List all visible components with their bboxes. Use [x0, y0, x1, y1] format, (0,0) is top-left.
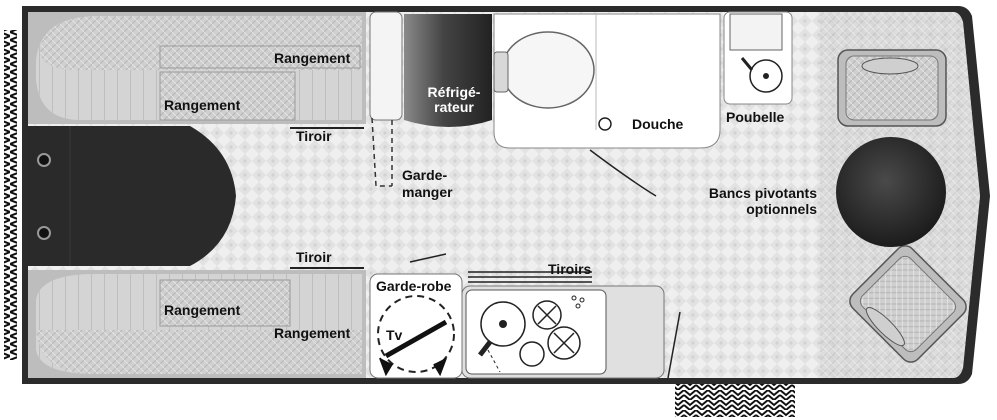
seat-passenger — [849, 245, 967, 363]
rangement-top-left-label: Rangement — [164, 97, 241, 113]
stove-burner-1 — [532, 300, 562, 330]
fridge-cabinet — [369, 11, 403, 121]
door-step-mat — [675, 384, 795, 417]
rangement-bottom-right-label: Rangement — [274, 325, 351, 341]
toilet — [501, 31, 595, 109]
bath-sink — [749, 59, 783, 93]
rear-step-mat — [4, 30, 17, 360]
refrigerateur-label-2: rateur — [434, 99, 474, 115]
garde-robe-label: Garde-robe — [376, 278, 452, 294]
shower-drain — [598, 117, 612, 131]
bed — [28, 126, 236, 266]
table — [836, 137, 946, 247]
rangement-top-right-area — [159, 45, 361, 69]
bed-knob-1 — [37, 153, 51, 167]
tiroir-bottom-label: Tiroir — [296, 249, 332, 265]
rangement-bottom-left-area — [159, 279, 291, 327]
tiroirs-label: Tiroirs — [548, 261, 592, 277]
tiroir-top-label: Tiroir — [296, 128, 332, 144]
garde-manger-swing — [371, 117, 393, 187]
poubelle-label: Poubelle — [726, 109, 785, 125]
seat-driver — [837, 49, 947, 127]
bancs-label-2: optionnels — [746, 201, 817, 217]
garde-manger-label-1: Garde- — [402, 167, 448, 183]
tv-swing — [377, 295, 455, 373]
faucet — [740, 57, 754, 71]
toilet-tank — [493, 51, 509, 93]
kitchen-faucet — [478, 340, 492, 357]
bancs-label-1: Bancs pivotants — [708, 185, 817, 201]
stove-burner-2 — [547, 326, 581, 360]
bed-knob-2 — [37, 226, 51, 240]
entry-door-swing — [667, 311, 681, 379]
rangement-top-left-area — [159, 71, 296, 121]
tv — [384, 319, 448, 359]
douche-label: Douche — [632, 116, 684, 132]
stove-burner-large — [480, 301, 526, 347]
stove-burner-3 — [519, 341, 545, 367]
refrigerateur-label-1: Réfrigé- — [427, 84, 481, 100]
refrigerateur — [404, 14, 492, 127]
tv-label: Tv — [386, 327, 403, 343]
garde-manger-label-2: manger — [402, 184, 453, 200]
rangement-bottom-left-label: Rangement — [164, 302, 241, 318]
rangement-top-right-label: Rangement — [274, 50, 351, 66]
bathroom-door-swing — [589, 149, 657, 197]
